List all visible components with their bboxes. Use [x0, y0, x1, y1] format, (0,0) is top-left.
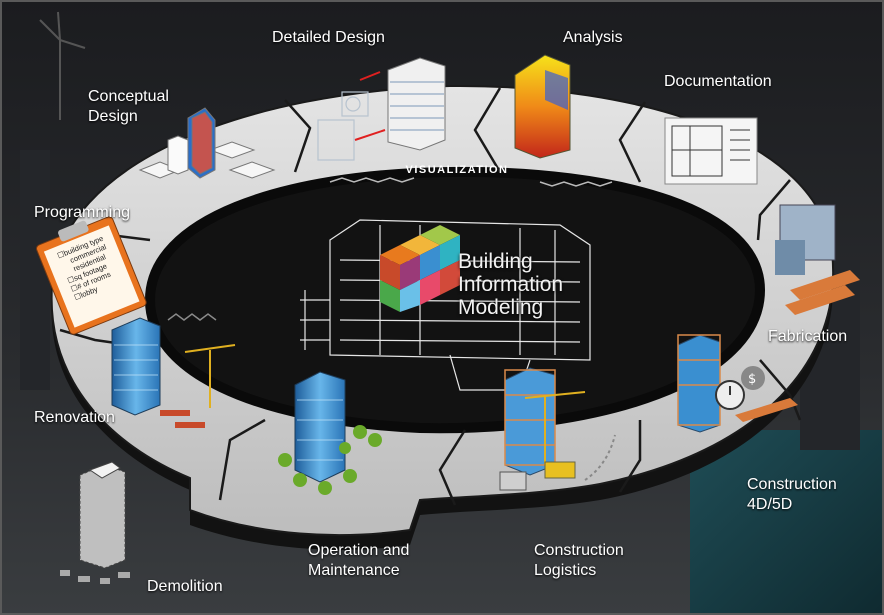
demolition-building: [60, 461, 130, 584]
stage-detailed-design: Detailed Design: [272, 29, 385, 46]
construction-4d5d-building: $: [677, 334, 798, 433]
operation-maintenance-building: [278, 371, 382, 495]
operation-maintenance-line-1: Operation and: [308, 542, 410, 559]
construction-logistics-line-2: Logistics: [534, 562, 597, 579]
ring-inner-lip: [144, 166, 766, 434]
renovation-building: [111, 317, 236, 428]
documentation-drawing: [664, 117, 758, 185]
analysis-heatmap-building: [514, 54, 571, 159]
bim-center-title: Building Information Modeling: [458, 250, 563, 319]
background-water: [690, 430, 884, 615]
detailed-design-illustration: [317, 57, 446, 161]
fabrication-machinery: [775, 204, 860, 315]
stage-documentation: Documentation: [664, 73, 772, 90]
construction-logistics-site: [499, 367, 616, 491]
construction-logistics-line-1: Construction: [534, 542, 624, 559]
stage-fabrication: Fabrication: [768, 328, 848, 345]
svg-text:$: $: [748, 372, 756, 387]
stage-demolition: Demolition: [147, 578, 223, 595]
stage-operation-maintenance: Operation and Maintenance: [308, 541, 409, 581]
center-title-line-3: Modeling: [458, 296, 544, 319]
conceptual-design-line-2: Design: [88, 108, 138, 125]
stage-analysis: Analysis: [563, 29, 623, 46]
construction-4d5d-line-1: Construction: [747, 476, 837, 493]
conceptual-design-massing: [138, 107, 276, 179]
visualization-label: VISUALIZATION: [405, 164, 509, 176]
stage-renovation: Renovation: [34, 409, 115, 426]
operation-maintenance-line-2: Maintenance: [308, 562, 400, 579]
conceptual-design-line-1: Conceptual: [88, 88, 169, 105]
center-title-line-2: Information: [458, 273, 564, 296]
construction-4d5d-line-2: 4D/5D: [747, 496, 793, 513]
programming-clipboard: [36, 216, 147, 335]
stage-conceptual-design: Conceptual Design: [88, 87, 169, 127]
bim-logo-cube: [380, 225, 460, 312]
stage-construction-logistics: Construction Logistics: [534, 541, 624, 581]
stage-construction-4d5d: Construction 4D/5D: [747, 475, 837, 515]
stage-programming: Programming: [34, 204, 131, 221]
center-title-line-1: Building: [458, 250, 533, 273]
